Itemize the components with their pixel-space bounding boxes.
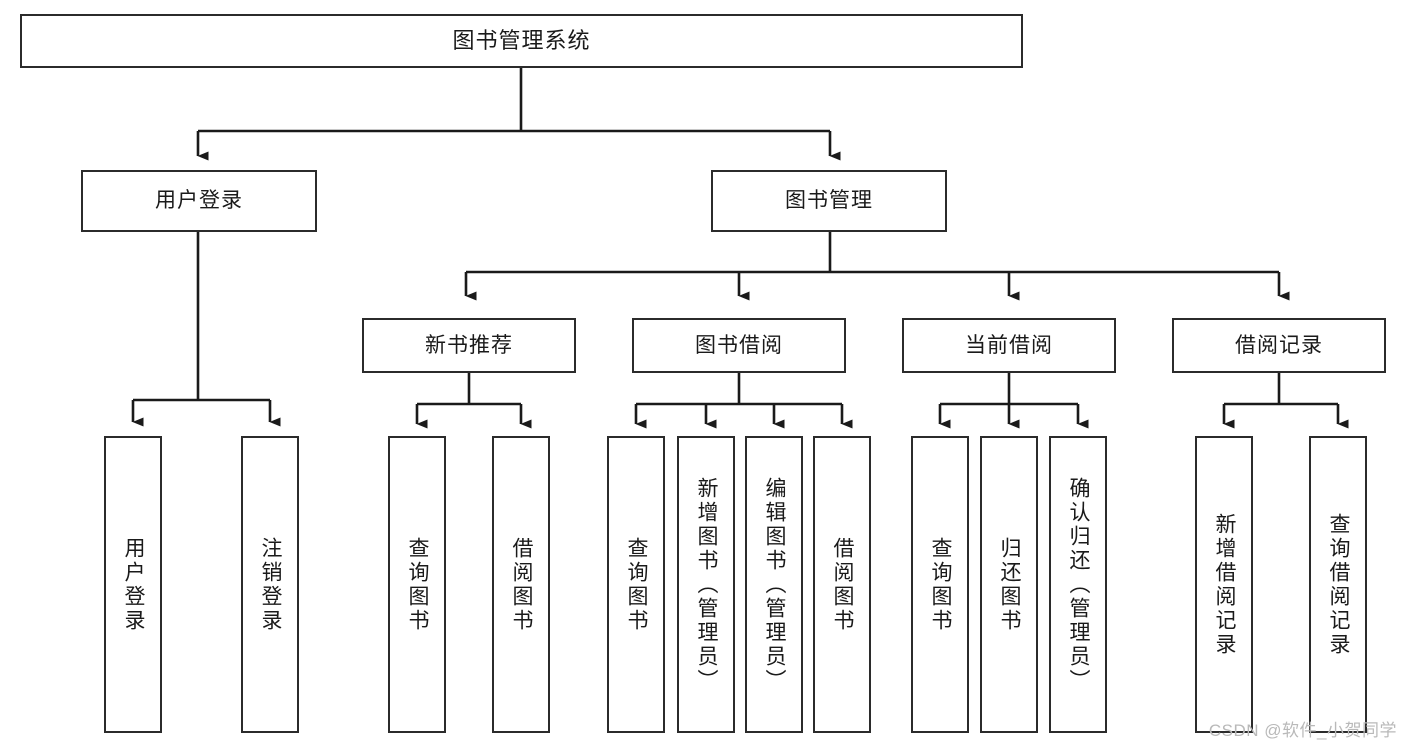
leaf-query-book-2[interactable]: 查询图书	[607, 436, 665, 733]
leaf-user-login[interactable]: 用户登录	[104, 436, 162, 733]
leaf-user-logout-label: 注销登录	[259, 536, 283, 633]
leaf-return-book-label: 归还图书	[998, 536, 1022, 633]
leaf-user-login-label: 用户登录	[122, 536, 146, 633]
leaf-confirm-return-label: 确认归还（管理员）	[1067, 476, 1091, 693]
leaf-add-borrow-record[interactable]: 新增借阅记录	[1195, 436, 1253, 733]
leaf-user-logout[interactable]: 注销登录	[241, 436, 299, 733]
leaf-add-borrow-record-label: 新增借阅记录	[1213, 512, 1237, 657]
leaf-query-book-3-label: 查询图书	[929, 536, 953, 633]
leaf-add-book[interactable]: 新增图书（管理员）	[677, 436, 735, 733]
leaf-confirm-return[interactable]: 确认归还（管理员）	[1049, 436, 1107, 733]
leaf-query-borrow-record[interactable]: 查询借阅记录	[1309, 436, 1367, 733]
csdn-watermark: CSDN @软件_小贺同学	[1208, 721, 1397, 740]
leaf-query-borrow-record-label: 查询借阅记录	[1327, 512, 1351, 657]
leaf-borrow-book-2[interactable]: 借阅图书	[813, 436, 871, 733]
leaf-add-book-label: 新增图书（管理员）	[695, 476, 719, 693]
leaf-borrow-book-1-label: 借阅图书	[510, 536, 534, 633]
leaf-borrow-book-2-label: 借阅图书	[831, 536, 855, 633]
leaf-query-book-1[interactable]: 查询图书	[388, 436, 446, 733]
node-current-borrow[interactable]: 当前借阅	[902, 318, 1116, 373]
node-book-borrow[interactable]: 图书借阅	[632, 318, 846, 373]
node-new-book-recommend[interactable]: 新书推荐	[362, 318, 576, 373]
leaf-query-book-2-label: 查询图书	[625, 536, 649, 633]
leaf-borrow-book-1[interactable]: 借阅图书	[492, 436, 550, 733]
leaf-query-book-1-label: 查询图书	[406, 536, 430, 633]
leaf-query-book-3[interactable]: 查询图书	[911, 436, 969, 733]
node-root[interactable]: 图书管理系统	[20, 14, 1023, 68]
node-borrow-record[interactable]: 借阅记录	[1172, 318, 1386, 373]
leaf-edit-book[interactable]: 编辑图书（管理员）	[745, 436, 803, 733]
leaf-return-book[interactable]: 归还图书	[980, 436, 1038, 733]
node-user-login[interactable]: 用户登录	[81, 170, 317, 232]
node-book-manage[interactable]: 图书管理	[711, 170, 947, 232]
leaf-edit-book-label: 编辑图书（管理员）	[763, 476, 787, 693]
